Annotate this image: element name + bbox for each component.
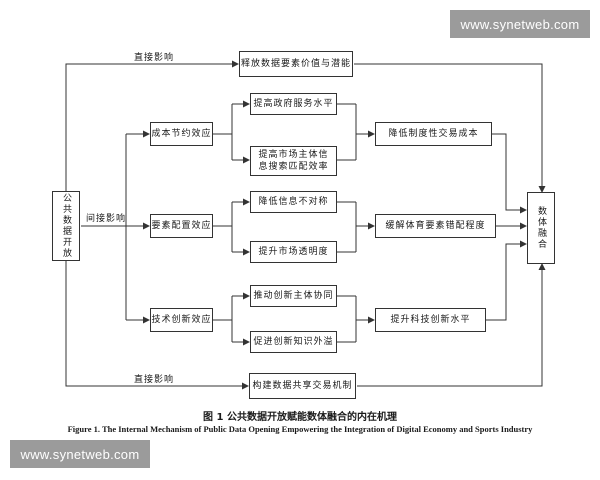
- node-gov-service: 提高政府服务水平: [250, 93, 337, 115]
- node-cost-effect: 成本节约效应: [150, 122, 213, 146]
- node-match-eff: 提高市场主体信息搜索匹配效率: [250, 146, 337, 176]
- node-top-release: 释放数据要素价值与潜能: [239, 51, 353, 77]
- watermark-top: www.synetweb.com: [450, 10, 590, 38]
- edge-top-target: [354, 63, 546, 193]
- figure-caption-en: Figure 1. The Internal Mechanism of Publ…: [67, 424, 533, 434]
- node-innov-subject: 推动创新主体协同: [250, 285, 337, 307]
- edge-source-bottom: [65, 261, 249, 390]
- node-transparency: 提升市场透明度: [250, 241, 337, 263]
- node-mismatch: 缓解体育要素错配程度: [375, 214, 496, 238]
- edge-source-top: [65, 60, 239, 191]
- node-source: 公共数据开放: [52, 191, 80, 261]
- figure-caption-cn: 图 1 公共数据开放赋能数体融合的内在机理: [203, 412, 397, 423]
- watermark-bottom: www.synetweb.com: [10, 440, 150, 468]
- edge-label-direct-bottom: 直接影响: [134, 375, 175, 385]
- node-info-asym: 降低信息不对称: [250, 191, 337, 213]
- node-tech-level: 提升科技创新水平: [375, 308, 486, 332]
- edge-bottom-target: [357, 263, 546, 387]
- node-bottom-build: 构建数据共享交易机制: [249, 373, 356, 399]
- edge-label-direct-top: 直接影响: [134, 53, 175, 63]
- node-knowledge-spill: 促进创新知识外溢: [250, 331, 337, 353]
- node-cost-reduce: 降低制度性交易成本: [375, 122, 492, 146]
- edge-label-indirect: 间接影响: [86, 214, 127, 224]
- node-tech-effect: 技术创新效应: [150, 308, 213, 332]
- node-alloc-effect: 要素配置效应: [150, 214, 213, 238]
- node-target: 数体融合: [527, 192, 555, 264]
